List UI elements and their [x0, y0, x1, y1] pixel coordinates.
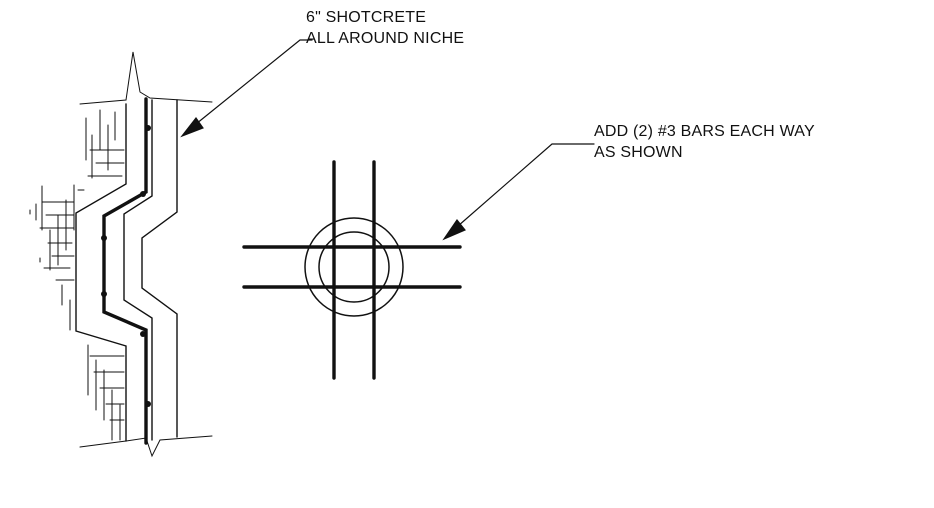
- leader-arrowhead: [442, 218, 466, 241]
- rebar-dot: [145, 401, 151, 407]
- leader-arrowhead: [180, 116, 204, 138]
- note-added-bars-line2: AS SHOWN: [594, 144, 683, 161]
- note-added-bars: ADD (2) #3 BARS EACH WAY AS SHOWN: [594, 121, 815, 163]
- break-line-bottom: [79, 435, 213, 458]
- opening-circle-inner: [318, 231, 390, 303]
- rebar-dots: [101, 125, 151, 407]
- note-shotcrete-line2: ALL AROUND NICHE: [306, 30, 465, 47]
- added-bars-detail: [242, 160, 462, 380]
- note-shotcrete: 6" SHOTCRETE ALL AROUND NICHE: [306, 7, 464, 49]
- earth-hatching: [29, 109, 125, 441]
- rebar-dot: [145, 125, 151, 131]
- leader-bars: [442, 143, 595, 241]
- horizontal-bars: [242, 245, 462, 289]
- shotcrete-inner-face: [123, 99, 153, 441]
- rebar-dot: [101, 291, 107, 297]
- note-added-bars-line1: ADD (2) #3 BARS EACH WAY: [594, 123, 815, 140]
- reinforcing-bar-line: [102, 97, 148, 445]
- rebar-dot: [101, 235, 107, 241]
- vertical-bars: [332, 160, 376, 380]
- rebar-dot: [140, 331, 146, 337]
- note-shotcrete-line1: 6" SHOTCRETE: [306, 9, 427, 26]
- break-line-top: [79, 51, 213, 105]
- shotcrete-back-face: [75, 103, 127, 442]
- shotcrete-finished-face: [141, 99, 178, 438]
- rebar-dot: [140, 191, 146, 197]
- opening-circles: [304, 217, 404, 317]
- opening-circle-outer: [304, 217, 404, 317]
- wall-section: [29, 51, 213, 458]
- leader-shotcrete: [180, 39, 313, 138]
